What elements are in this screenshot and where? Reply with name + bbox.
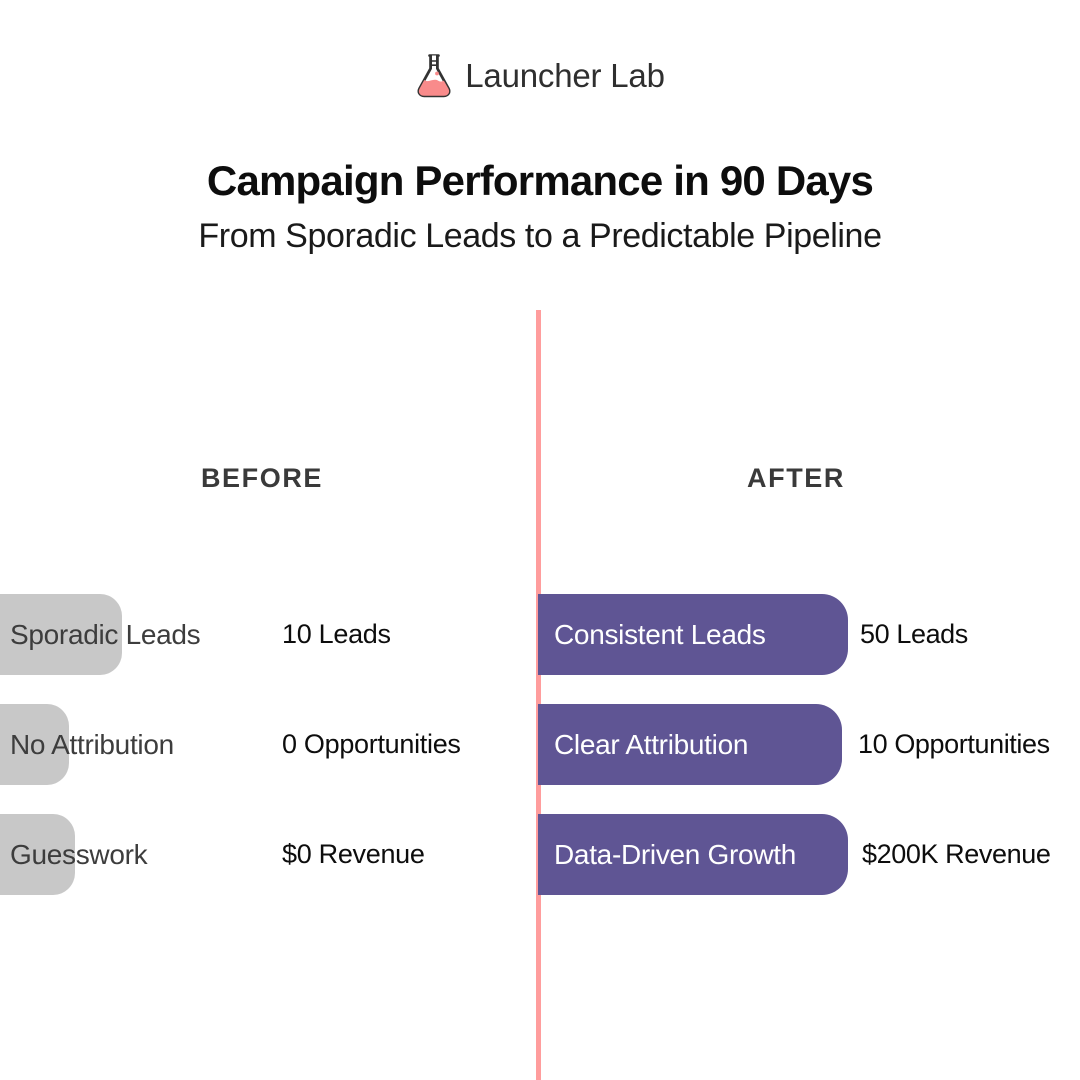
- brand-name: Launcher Lab: [465, 56, 665, 94]
- before-label: Sporadic Leads: [10, 618, 201, 650]
- before-bar: [0, 594, 122, 675]
- table-row: Guesswork $0 Revenue Data-Driven Growth …: [0, 814, 1080, 924]
- before-bar: [0, 814, 75, 895]
- after-bar: Consistent Leads: [538, 594, 848, 675]
- page-subtitle: From Sporadic Leads to a Predictable Pip…: [198, 216, 882, 255]
- brand-logo: Launcher Lab: [0, 52, 1080, 98]
- before-label: No Attribution: [10, 728, 174, 760]
- flask-icon: [415, 52, 453, 98]
- after-bar: Clear Attribution: [538, 704, 842, 785]
- after-value: $200K Revenue: [862, 839, 1051, 869]
- comparison-rows: Sporadic Leads 10 Leads Consistent Leads…: [0, 594, 1080, 924]
- before-value: 10 Leads: [282, 619, 391, 649]
- column-header-after: AFTER: [747, 463, 845, 493]
- after-value: 50 Leads: [860, 619, 968, 649]
- before-value: 0 Opportunities: [282, 729, 461, 759]
- before-value: $0 Revenue: [282, 839, 425, 869]
- before-bar: [0, 704, 69, 785]
- after-label: Clear Attribution: [554, 728, 749, 760]
- column-header-before: BEFORE: [200, 463, 324, 493]
- after-label: Consistent Leads: [554, 618, 766, 650]
- after-bar: Data-Driven Growth: [538, 814, 848, 895]
- page-title: Campaign Performance in 90 Days: [206, 157, 874, 204]
- headline-block: Campaign Performance in 90 Days From Spo…: [0, 156, 1080, 256]
- table-row: Sporadic Leads 10 Leads Consistent Leads…: [0, 594, 1080, 704]
- before-label: Guesswork: [10, 838, 148, 870]
- after-label: Data-Driven Growth: [554, 838, 797, 870]
- table-row: No Attribution 0 Opportunities Clear Att…: [0, 704, 1080, 814]
- center-divider-line: [536, 310, 541, 1080]
- after-value: 10 Opportunities: [858, 729, 1050, 759]
